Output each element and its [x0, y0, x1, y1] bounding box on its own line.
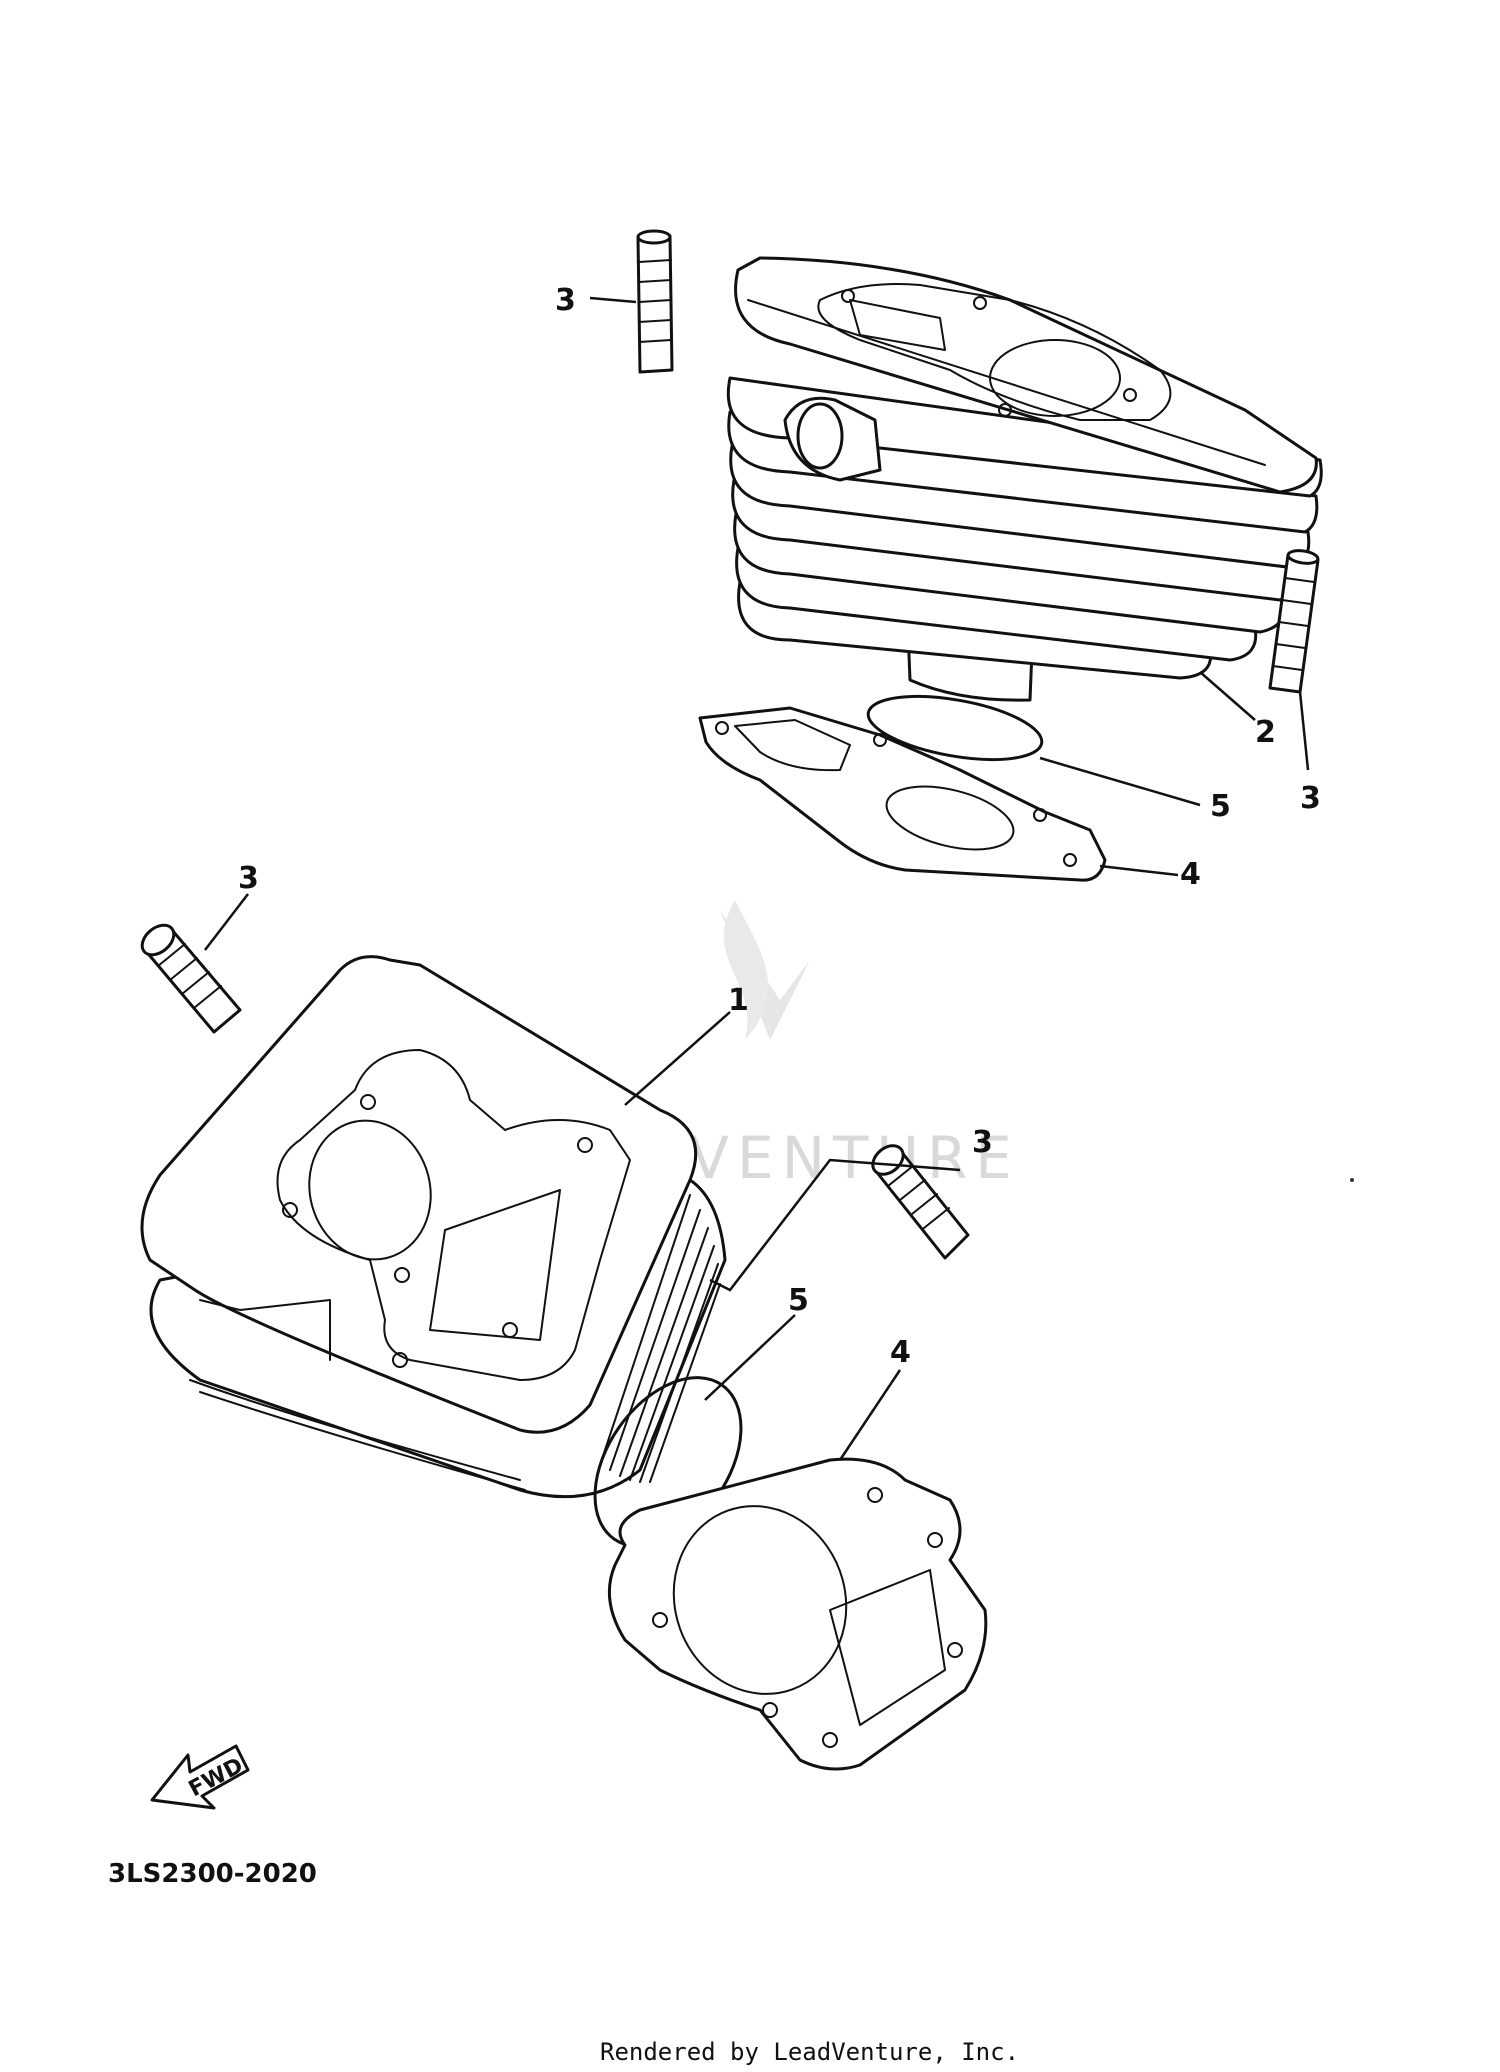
stray-dot: [1350, 1178, 1354, 1182]
part-2-cylinder-rear[interactable]: [726, 256, 1323, 702]
part-4-gasket-front[interactable]: [607, 1457, 988, 1771]
leader-lines: [204, 296, 1310, 1461]
callout-3-upper-left: 3: [555, 283, 576, 318]
fwd-arrow: FWD: [150, 1744, 250, 1810]
part-4-gasket-rear[interactable]: [698, 706, 1107, 882]
callout-4-front: 4: [890, 1335, 911, 1370]
part-1-cylinder-front[interactable]: [140, 955, 727, 1499]
callout-3-left: 3: [238, 861, 259, 896]
callout-4-rear: 4: [1180, 857, 1201, 892]
callout-3-right: 3: [1300, 781, 1321, 816]
callout-3-mid-right: 3: [972, 1125, 993, 1160]
part-3-dowel-left[interactable]: [136, 919, 242, 1034]
callout-1: 1: [728, 983, 749, 1018]
part-3-dowel-upper-left[interactable]: [636, 229, 674, 374]
part-5-o-ring-rear[interactable]: [863, 685, 1046, 771]
callout-labels: 3 2 3 5 4 3 1 3 5 4: [238, 283, 1321, 1370]
render-credit: Rendered by LeadVenture, Inc.: [600, 2038, 1019, 2066]
diagram-part-code: 3LS2300-2020: [108, 1859, 317, 1889]
callout-2: 2: [1255, 715, 1276, 750]
callout-5-rear: 5: [1210, 789, 1231, 824]
callout-5-front: 5: [788, 1283, 809, 1318]
part-3-dowel-mid-right[interactable]: [867, 1140, 970, 1260]
